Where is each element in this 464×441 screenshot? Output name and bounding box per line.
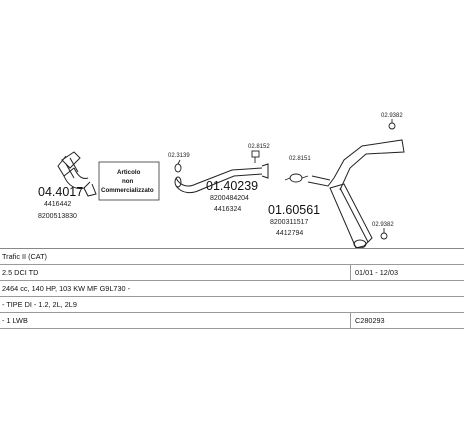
oem-01-40239-a: 8200484204 <box>210 195 249 202</box>
spec-catalog-code: C280293 <box>350 313 464 328</box>
part-code-01-60561: 01.60561 <box>268 203 320 217</box>
clamp-code-d: 02.9382 <box>381 113 403 119</box>
note-line-3: Commercializzato <box>101 187 154 194</box>
spec-row-type: - TIPE DI - 1.2, 2L, 2L9 <box>0 297 464 313</box>
spec-engine: 2.5 DCI TD <box>2 268 39 277</box>
oem-01-60561-b: 4412794 <box>276 230 303 237</box>
spec-type: - TIPE DI - 1.2, 2L, 2L9 <box>2 300 77 309</box>
spec-date-range: 01/01 - 12/03 <box>350 265 464 280</box>
clamp-code-c: 02.8151 <box>289 156 311 162</box>
clamp-c-drawing <box>284 173 309 183</box>
rear-silencer-drawing <box>307 139 405 249</box>
oem-01-40239-b: 4416324 <box>214 206 241 213</box>
clamp-a-drawing <box>174 159 182 173</box>
vehicle-spec-table: Trafic II (CAT) 2.5 DCI TD 01/01 - 12/03… <box>0 248 464 329</box>
hanger-top-drawing <box>388 119 396 130</box>
spec-row-engine: 2.5 DCI TD 01/01 - 12/03 <box>0 265 464 281</box>
oem-01-60561-a: 8200311517 <box>270 219 309 226</box>
spec-row-wheelbase: - 1 LWB C280293 <box>0 313 464 329</box>
part-code-01-40239: 01.40239 <box>206 179 258 193</box>
spec-model: Trafic II (CAT) <box>2 252 47 261</box>
clamp-code-b: 02.8152 <box>248 144 270 150</box>
spec-row-power: 2464 cc, 140 HP, 103 KW MF G9L730 - <box>0 281 464 297</box>
clamp-b-drawing <box>251 150 260 163</box>
clamp-code-e: 02.9382 <box>372 222 394 228</box>
not-available-note: Articolo non Commercializzato <box>98 161 160 201</box>
oem-04-4017-b: 8200513830 <box>38 213 77 220</box>
note-line-2: non <box>122 178 134 185</box>
spec-row-model: Trafic II (CAT) <box>0 249 464 265</box>
hanger-bottom-drawing <box>380 228 388 240</box>
catalytic-converter-drawing <box>57 151 97 197</box>
clamp-code-a: 02.3139 <box>168 153 190 159</box>
oem-04-4017-a: 4416442 <box>44 201 71 208</box>
part-code-04-4017: 04.4017 <box>38 185 83 199</box>
spec-power: 2464 cc, 140 HP, 103 KW MF G9L730 - <box>2 284 131 293</box>
spec-wheelbase: - 1 LWB <box>2 316 28 325</box>
front-pipe-drawing <box>174 163 269 194</box>
note-frame <box>98 161 160 201</box>
note-line-1: Articolo <box>117 169 141 176</box>
